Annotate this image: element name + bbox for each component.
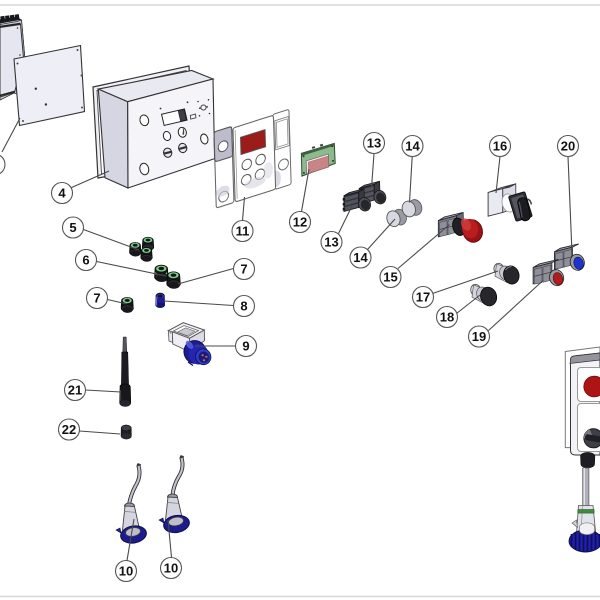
svg-text:18: 18 bbox=[440, 310, 454, 325]
svg-text:10: 10 bbox=[164, 561, 178, 576]
svg-text:16: 16 bbox=[493, 139, 507, 154]
svg-text:7: 7 bbox=[93, 291, 100, 306]
svg-text:12: 12 bbox=[293, 215, 307, 230]
svg-text:6: 6 bbox=[82, 253, 89, 268]
svg-text:13: 13 bbox=[324, 235, 338, 250]
svg-text:8: 8 bbox=[240, 299, 247, 314]
svg-text:13: 13 bbox=[367, 136, 381, 151]
svg-text:14: 14 bbox=[353, 250, 368, 265]
svg-text:10: 10 bbox=[119, 564, 133, 579]
svg-text:17: 17 bbox=[416, 290, 430, 305]
svg-text:19: 19 bbox=[472, 329, 486, 344]
svg-text:11: 11 bbox=[236, 224, 250, 239]
svg-text:4: 4 bbox=[58, 186, 66, 201]
svg-text:21: 21 bbox=[68, 383, 82, 398]
svg-text:15: 15 bbox=[383, 270, 397, 285]
svg-text:7: 7 bbox=[240, 262, 247, 277]
svg-text:9: 9 bbox=[242, 339, 249, 354]
svg-text:20: 20 bbox=[561, 139, 575, 154]
svg-text:22: 22 bbox=[62, 422, 76, 437]
svg-text:14: 14 bbox=[405, 139, 420, 154]
svg-text:5: 5 bbox=[69, 220, 76, 235]
